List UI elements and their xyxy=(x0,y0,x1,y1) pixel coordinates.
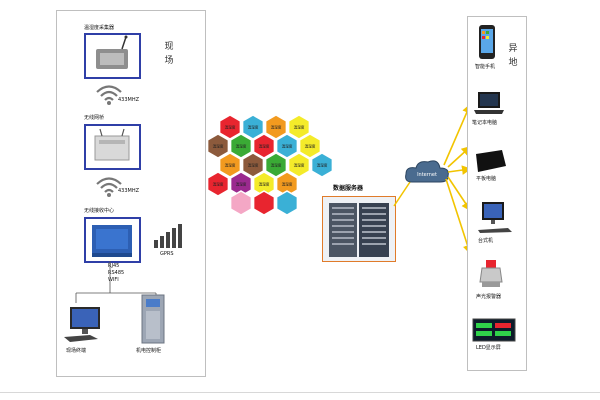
hex-cell xyxy=(218,152,242,178)
server-rack-image xyxy=(329,203,389,257)
remote-arrows xyxy=(443,103,473,255)
collector-device xyxy=(84,33,141,79)
remote-device-laptop: 笔记本电脑 xyxy=(472,120,498,126)
remote-title: 异地 xyxy=(508,44,518,68)
hex-label: 温湿度 xyxy=(225,163,236,168)
hex-label: 温湿度 xyxy=(236,182,247,187)
port-label-rj45: RJ45 xyxy=(108,263,120,269)
hex-cluster: 温湿度温湿度温湿度温湿度温湿度温湿度温湿度温湿度温湿度温湿度温湿度温湿度温湿度温… xyxy=(206,114,334,216)
server-label: 数据服务器 xyxy=(333,185,364,192)
remote-device-phone: 智能手机 xyxy=(475,64,496,70)
hex-cell xyxy=(229,133,253,159)
hex-cell xyxy=(252,133,276,159)
hex-cell xyxy=(241,114,265,140)
wifi-icon xyxy=(96,85,122,105)
cloud-icon: Internet xyxy=(405,160,449,183)
remote-panel xyxy=(467,16,527,371)
tablet-icon xyxy=(476,150,506,172)
hex-cell xyxy=(310,152,334,178)
hex-cell xyxy=(229,190,253,216)
cloud-label: Internet xyxy=(417,172,437,178)
remote-device-desktop: 台式机 xyxy=(478,238,494,244)
hex-label: 温湿度 xyxy=(248,125,259,130)
hex-cell xyxy=(252,171,276,197)
hex-label: 温湿度 xyxy=(305,144,316,149)
hex-cell xyxy=(264,114,288,140)
server-box xyxy=(322,196,396,262)
hex-cell xyxy=(275,171,299,197)
hex-cell xyxy=(287,152,311,178)
hex-label: 温湿度 xyxy=(271,163,282,168)
connection-lines xyxy=(75,261,157,303)
terminal-label: 现场终端 xyxy=(66,348,87,354)
gateway-label: 无线网桥 xyxy=(84,115,105,121)
computer-icon xyxy=(64,307,100,342)
hex-label: 温湿度 xyxy=(236,144,247,149)
hex-label: 温湿度 xyxy=(225,125,236,130)
hex-cell xyxy=(275,133,299,159)
center-device xyxy=(84,217,141,263)
signal-icon xyxy=(154,224,182,248)
collector-label: 温湿度采集器 xyxy=(84,25,115,31)
hex-label: 温湿度 xyxy=(317,163,328,168)
hex-label: 温湿度 xyxy=(248,163,259,168)
smartphone-icon xyxy=(479,25,495,59)
hex-label: 温湿度 xyxy=(213,182,224,187)
hex-cell xyxy=(206,133,230,159)
wifi-icon xyxy=(96,177,122,197)
gateway-device xyxy=(84,124,141,170)
hex-label: 温湿度 xyxy=(294,125,305,130)
hex-label: 温湿度 xyxy=(282,182,293,187)
hex-label: 温湿度 xyxy=(271,125,282,130)
hex-cell xyxy=(218,114,242,140)
laptop-icon xyxy=(474,92,504,114)
led-display-icon xyxy=(472,318,516,342)
remote-device-alarm: 声光报警器 xyxy=(476,294,502,300)
port-label-wifi: WIFI xyxy=(108,277,119,283)
hex-cell xyxy=(298,133,322,159)
gateway-image xyxy=(94,128,130,161)
hex-label: 温湿度 xyxy=(294,163,305,168)
remote-device-tablet: 平板电脑 xyxy=(476,176,497,182)
hex-label: 温湿度 xyxy=(259,182,270,187)
remote-device-led: LED显示屏 xyxy=(476,345,501,351)
hex-cell xyxy=(241,152,265,178)
hex-cell xyxy=(264,152,288,178)
port-label-rs485: RS485 xyxy=(108,270,125,276)
hex-cell xyxy=(252,190,276,216)
cabinet-label: 机电控制柜 xyxy=(136,348,162,354)
hex-label: 温湿度 xyxy=(213,144,224,149)
center-label: 无线接收中心 xyxy=(84,208,115,214)
desktop-icon xyxy=(478,202,512,233)
freq-label-2: 433MHZ xyxy=(118,188,140,194)
freq-label-1: 433MHZ xyxy=(118,97,140,103)
sensor-image xyxy=(96,35,128,69)
receiver-image xyxy=(92,225,132,257)
hex-cell xyxy=(206,171,230,197)
site-title: 现场 xyxy=(164,42,174,66)
bottom-divider xyxy=(0,392,600,393)
hex-label: 温湿度 xyxy=(259,144,270,149)
gprs-label: GPRS xyxy=(160,251,174,257)
hex-cell xyxy=(287,114,311,140)
hex-cell xyxy=(275,190,299,216)
hex-cell xyxy=(229,171,253,197)
alarm-icon xyxy=(479,260,503,287)
cabinet-icon xyxy=(141,294,165,344)
hex-label: 温湿度 xyxy=(282,144,293,149)
